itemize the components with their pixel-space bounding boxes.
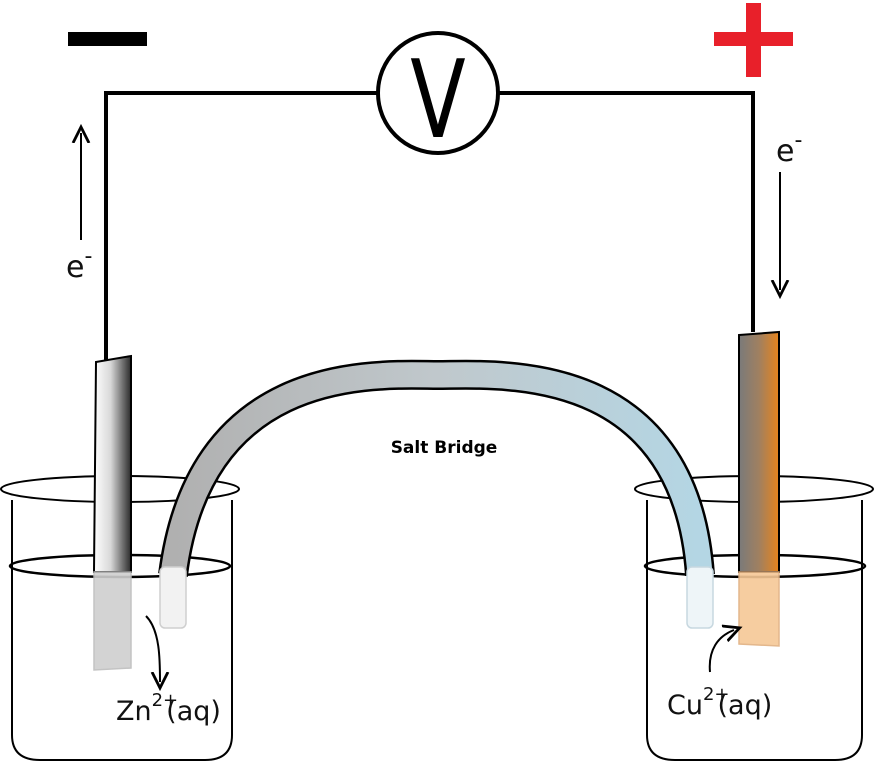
salt-bridge-label: Salt Bridge	[391, 438, 498, 458]
copper-electrode-submerged	[738, 571, 780, 647]
cathode-electron-label: e-	[776, 128, 802, 169]
cathode-ion-label: Cu2+(aq)	[667, 684, 772, 721]
salt-bridge-right-end	[686, 566, 714, 629]
negative-terminal-sign	[68, 32, 147, 46]
anode-electron-label: e-	[66, 244, 92, 285]
cathode-electron-flow: e-	[776, 128, 802, 290]
voltmeter: V	[376, 31, 500, 163]
zinc-ion-arrow	[145, 615, 160, 682]
circuit-wire	[104, 91, 755, 360]
anode-electron-flow: e-	[66, 133, 92, 285]
copper-ion-arrow	[708, 630, 734, 673]
voltmeter-circle	[376, 31, 500, 155]
copper-electrode	[738, 330, 780, 647]
voltmeter-symbol: V	[410, 36, 465, 163]
zinc-electrode-submerged	[93, 571, 132, 671]
salt-bridge: Salt Bridge	[158, 359, 715, 629]
salt-bridge-left-end	[159, 566, 187, 629]
positive-terminal-sign	[714, 3, 793, 77]
zinc-electrode	[92, 354, 132, 671]
anode-ion-label: Zn2+(aq)	[116, 690, 221, 727]
